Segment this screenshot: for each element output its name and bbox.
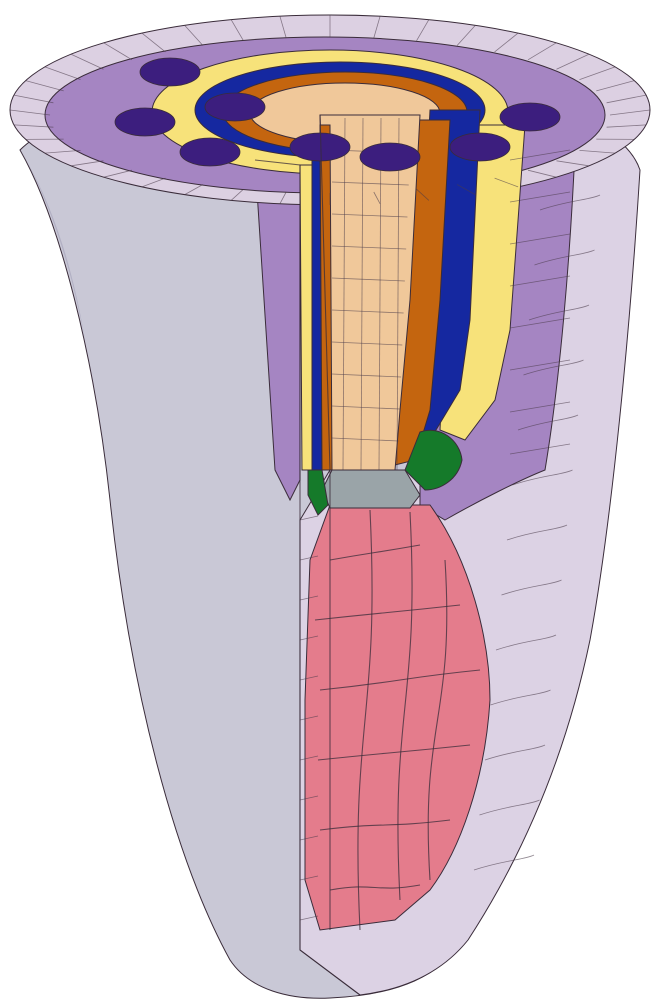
dark-cortex-cell — [500, 103, 560, 131]
quiescent-center — [322, 470, 420, 508]
dark-cortex-cell — [180, 138, 240, 166]
dark-cortex-cell — [140, 58, 200, 86]
endodermis-left-strip — [300, 165, 312, 470]
dark-cortex-cell — [115, 108, 175, 136]
dark-cortex-cell — [450, 133, 510, 161]
dark-cortex-cell — [360, 143, 420, 171]
dark-cortex-cell — [290, 133, 350, 161]
dark-cortex-cell — [205, 93, 265, 121]
